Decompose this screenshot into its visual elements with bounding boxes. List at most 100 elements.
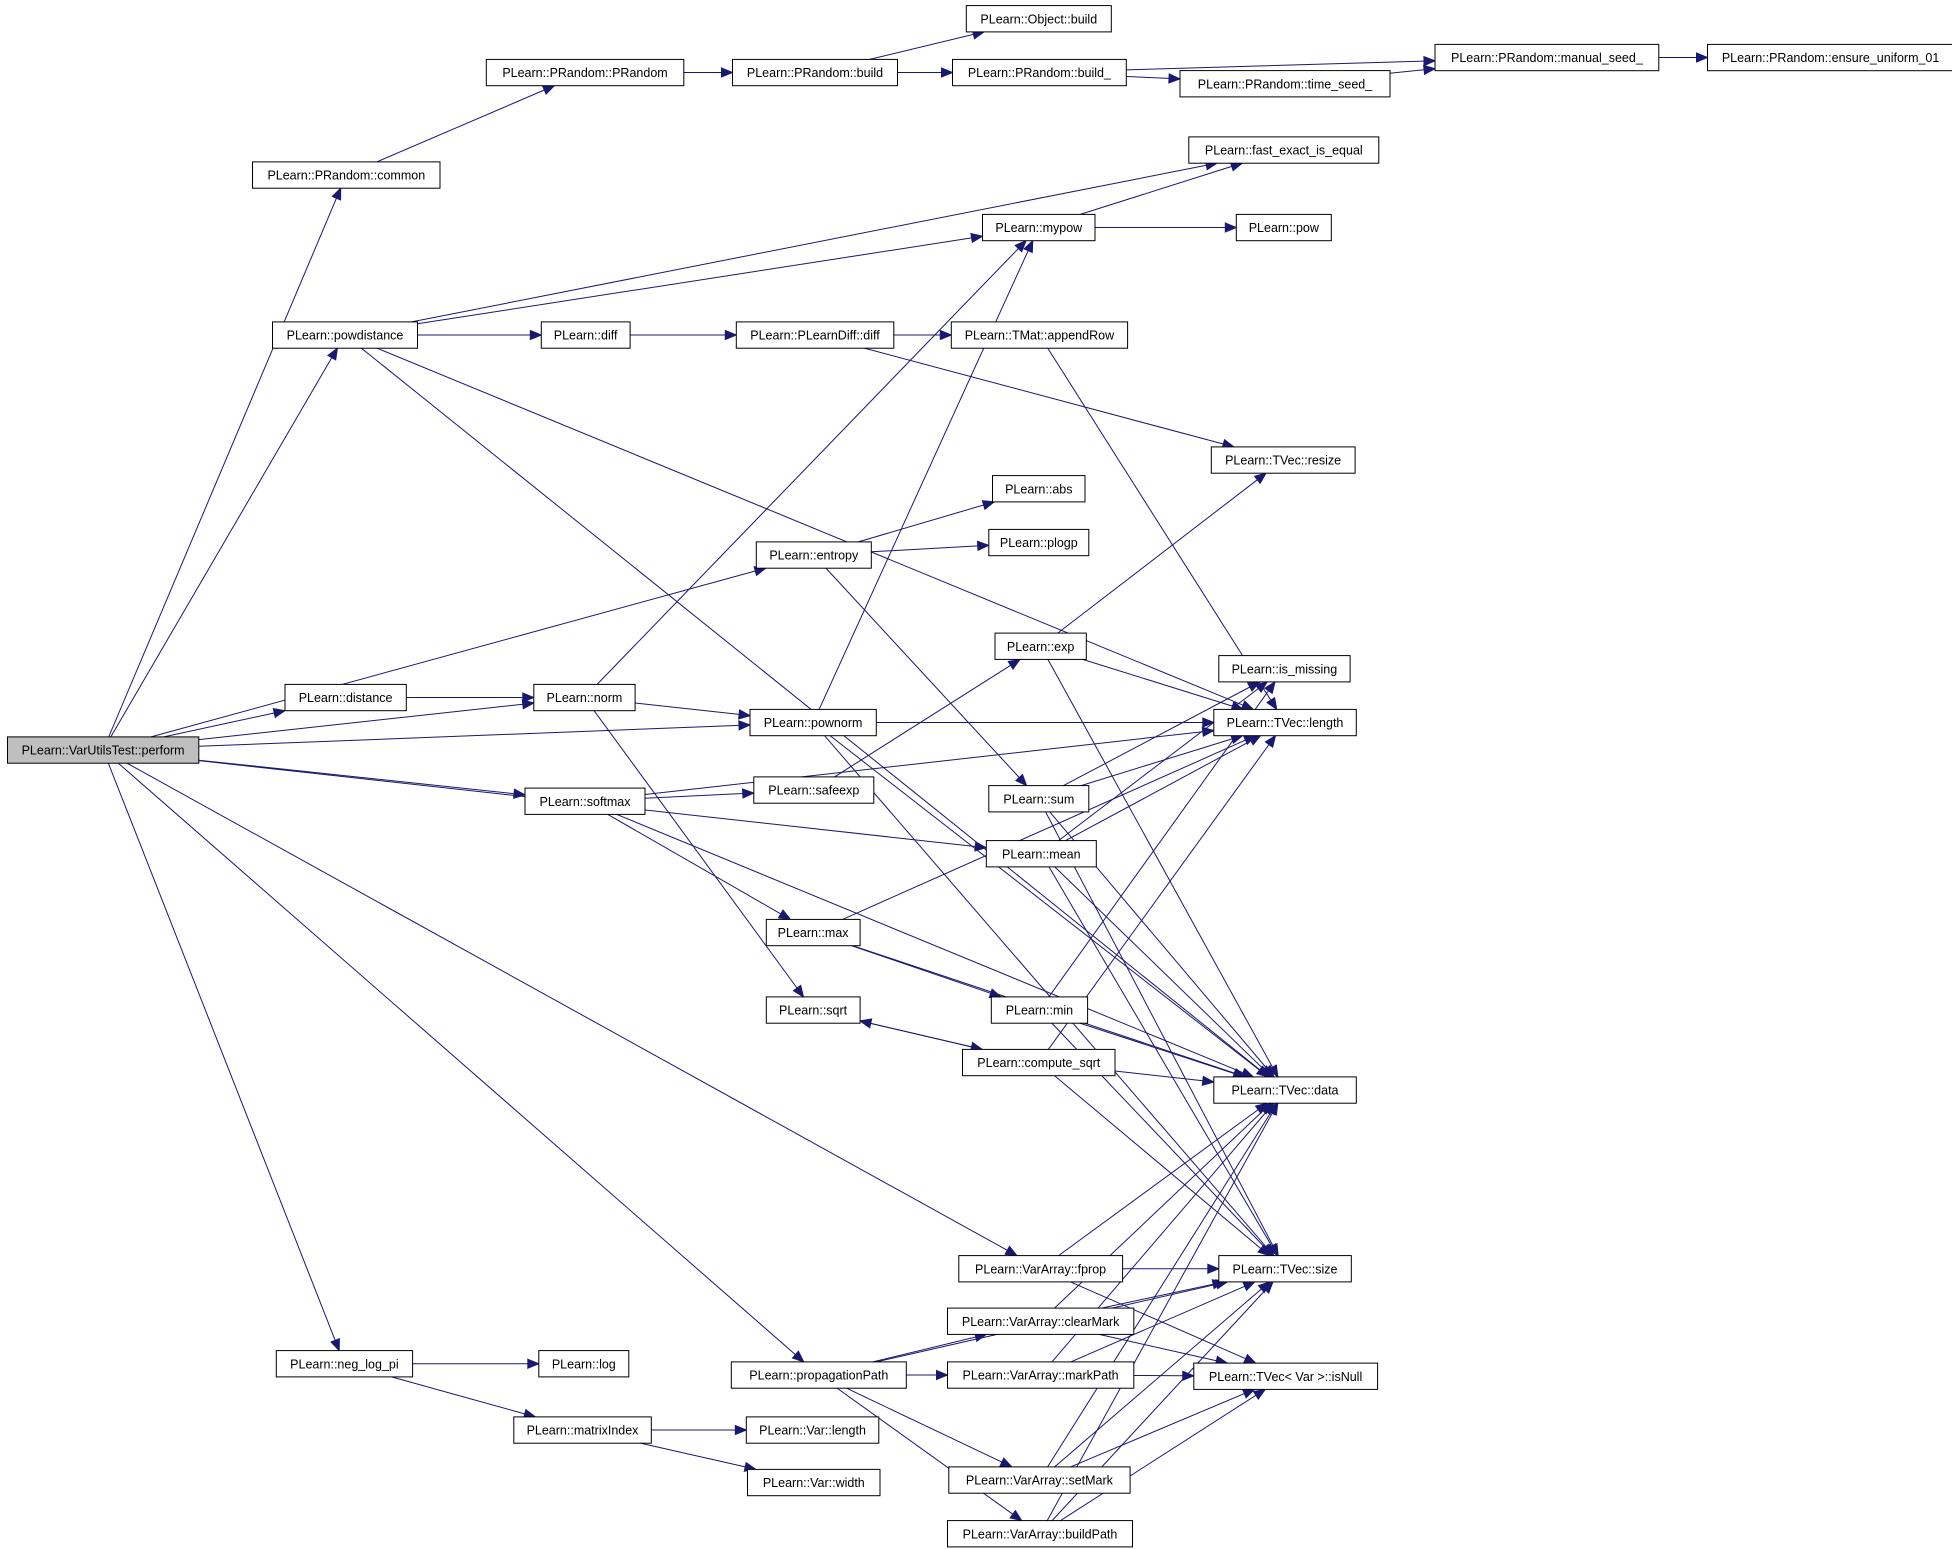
node-common[interactable]: PLearn::PRandom::common — [252, 161, 441, 189]
edge-line — [417, 237, 972, 325]
node-log[interactable]: PLearn::log — [538, 1350, 630, 1378]
call-edge-perform-to-neg_log_pi — [107, 762, 340, 1352]
call-edge-entropy-to-abs — [858, 500, 996, 543]
node-setmark[interactable]: PLearn::VarArray::setMark — [948, 1466, 1131, 1494]
node-ensure-uniform[interactable]: PLearn::PRandom::ensure_uniform_01 — [1707, 43, 1952, 72]
node-pldiff[interactable]: PLearn::PLearnDiff::diff — [735, 321, 895, 349]
node-box — [730, 1361, 907, 1389]
edge-arrowhead — [738, 720, 752, 731]
node-sqrt[interactable]: PLearn::sqrt — [765, 996, 861, 1024]
node-tvec-length[interactable]: PLearn::TVec::length — [1213, 708, 1357, 737]
node-perform: PLearn::VarUtilsTest::perform — [7, 736, 200, 764]
node-box — [958, 1255, 1124, 1283]
node-max[interactable]: PLearn::max — [765, 918, 861, 947]
node-box — [952, 58, 1127, 87]
node-pownorm[interactable]: PLearn::pownorm — [749, 708, 877, 737]
edge-arrowhead — [1246, 681, 1261, 692]
node-is-missing[interactable]: PLearn::is_missing — [1218, 655, 1351, 683]
node-fprop[interactable]: PLearn::VarArray::fprop — [958, 1255, 1124, 1283]
node-resize[interactable]: PLearn::TVec::resize — [1210, 446, 1356, 474]
node-compute-sqrt[interactable]: PLearn::compute_sqrt — [962, 1048, 1116, 1077]
node-box — [1193, 1362, 1379, 1390]
call-edge-matrixindex-to-var_length — [651, 1424, 748, 1436]
node-label: PLearn::PLearnDiff::diff — [750, 329, 880, 343]
edge-line — [1045, 811, 1274, 1247]
edge-arrowhead — [936, 1369, 949, 1381]
node-manual-seed[interactable]: PLearn::PRandom::manual_seed_ — [1434, 43, 1660, 72]
edge-arrowhead — [974, 841, 988, 852]
node-diff[interactable]: PLearn::diff — [540, 321, 631, 349]
call-edge-time_seed-to-manual_seed — [1389, 64, 1437, 76]
node-abs[interactable]: PLearn::abs — [992, 475, 1086, 503]
call-edge-setmark-to-tvec_data — [1047, 1101, 1278, 1468]
edge-arrowhead — [1201, 1075, 1216, 1086]
node-clearmark[interactable]: PLearn::VarArray::clearMark — [947, 1307, 1135, 1335]
call-edge-distance-to-norm — [406, 692, 536, 703]
edge-line — [644, 793, 743, 799]
edge-arrowhead — [1240, 700, 1255, 710]
edge-arrowhead — [1015, 773, 1028, 787]
node-entropy[interactable]: PLearn::entropy — [755, 541, 872, 569]
node-box — [1434, 43, 1660, 72]
node-var-width[interactable]: PLearn::Var::width — [747, 1468, 881, 1497]
node-label: PLearn::PRandom::manual_seed_ — [1451, 51, 1644, 65]
node-tvec-size[interactable]: PLearn::TVec::size — [1218, 1255, 1352, 1283]
node-box — [765, 996, 861, 1024]
node-label: PLearn::matrixIndex — [527, 1424, 640, 1438]
node-var-length[interactable]: PLearn::Var::length — [745, 1416, 880, 1444]
node-buildpath[interactable]: PLearn::VarArray::buildPath — [947, 1520, 1133, 1548]
node-matrixindex[interactable]: PLearn::matrixIndex — [513, 1416, 652, 1444]
node-fast-exact[interactable]: PLearn::fast_exact_is_equal — [1188, 136, 1380, 164]
edge-line — [818, 250, 1029, 710]
node-distance[interactable]: PLearn::distance — [284, 683, 407, 712]
edge-line — [1058, 688, 1259, 841]
node-safeexp[interactable]: PLearn::safeexp — [753, 776, 875, 804]
node-pow[interactable]: PLearn::pow — [1235, 213, 1332, 242]
edge-arrowhead — [1201, 726, 1216, 737]
node-mypow[interactable]: PLearn::mypow — [982, 213, 1096, 242]
node-label: PLearn::PRandom::build — [747, 66, 883, 80]
call-edge-powdistance-to-mypow — [417, 232, 984, 325]
node-markpath[interactable]: PLearn::VarArray::markPath — [947, 1361, 1135, 1389]
edge-line — [824, 735, 1267, 1248]
edge-line — [616, 813, 1244, 1074]
call-graph-nodes: PLearn::VarUtilsTest::perform PLearn::PRa… — [7, 5, 1952, 1548]
node-obj-build[interactable]: PLearn::Object::build — [965, 5, 1112, 33]
node-norm[interactable]: PLearn::norm — [533, 683, 636, 712]
node-sum[interactable]: PLearn::sum — [988, 785, 1090, 813]
edge-line — [1070, 1285, 1245, 1363]
node-min[interactable]: PLearn::min — [990, 996, 1089, 1024]
node-mean[interactable]: PLearn::mean — [985, 840, 1097, 868]
node-label: PLearn::neg_log_pi — [290, 1357, 398, 1371]
call-edge-mean-to-is_missing — [1058, 681, 1269, 841]
node-pr-build[interactable]: PLearn::PRandom::build — [732, 58, 898, 87]
node-label: PLearn::PRandom::common — [267, 169, 425, 183]
node-softmax[interactable]: PLearn::softmax — [524, 787, 646, 815]
node-box — [765, 918, 861, 947]
node-prandom[interactable]: PLearn::PRandom::PRandom — [485, 58, 685, 87]
node-exp[interactable]: PLearn::exp — [994, 632, 1087, 660]
edge-line — [607, 813, 782, 915]
call-edge-entropy-to-sum — [825, 567, 1028, 787]
edge-line — [1126, 60, 1425, 71]
node-powdistance[interactable]: PLearn::powdistance — [272, 321, 418, 349]
edge-line — [198, 724, 740, 747]
call-edge-perform-to-fprop — [126, 762, 1019, 1257]
node-appendrow[interactable]: PLearn::TMat::appendRow — [950, 321, 1129, 349]
call-edge-mean-to-tvec_data — [1054, 866, 1273, 1078]
node-plogp[interactable]: PLearn::plogp — [988, 528, 1090, 557]
node-label: PLearn::VarUtilsTest::perform — [22, 744, 185, 758]
node-label: PLearn::log — [552, 1357, 616, 1371]
node-pr-build-[interactable]: PLearn::PRandom::build_ — [952, 58, 1127, 87]
node-time-seed[interactable]: PLearn::PRandom::time_seed_ — [1179, 70, 1391, 98]
node-tvec-data[interactable]: PLearn::TVec::data — [1213, 1076, 1357, 1104]
node-box — [513, 1416, 652, 1444]
node-neg-log-pi[interactable]: PLearn::neg_log_pi — [275, 1350, 414, 1378]
node-box — [1218, 655, 1351, 683]
node-label: PLearn::TVec::length — [1227, 716, 1344, 730]
node-label: PLearn::pownorm — [764, 716, 863, 730]
node-propagationpath[interactable]: PLearn::propagationPath — [730, 1361, 907, 1389]
edge-arrowhead — [1266, 1243, 1278, 1257]
node-isnull[interactable]: PLearn::TVec< Var >::isNull — [1193, 1362, 1379, 1390]
